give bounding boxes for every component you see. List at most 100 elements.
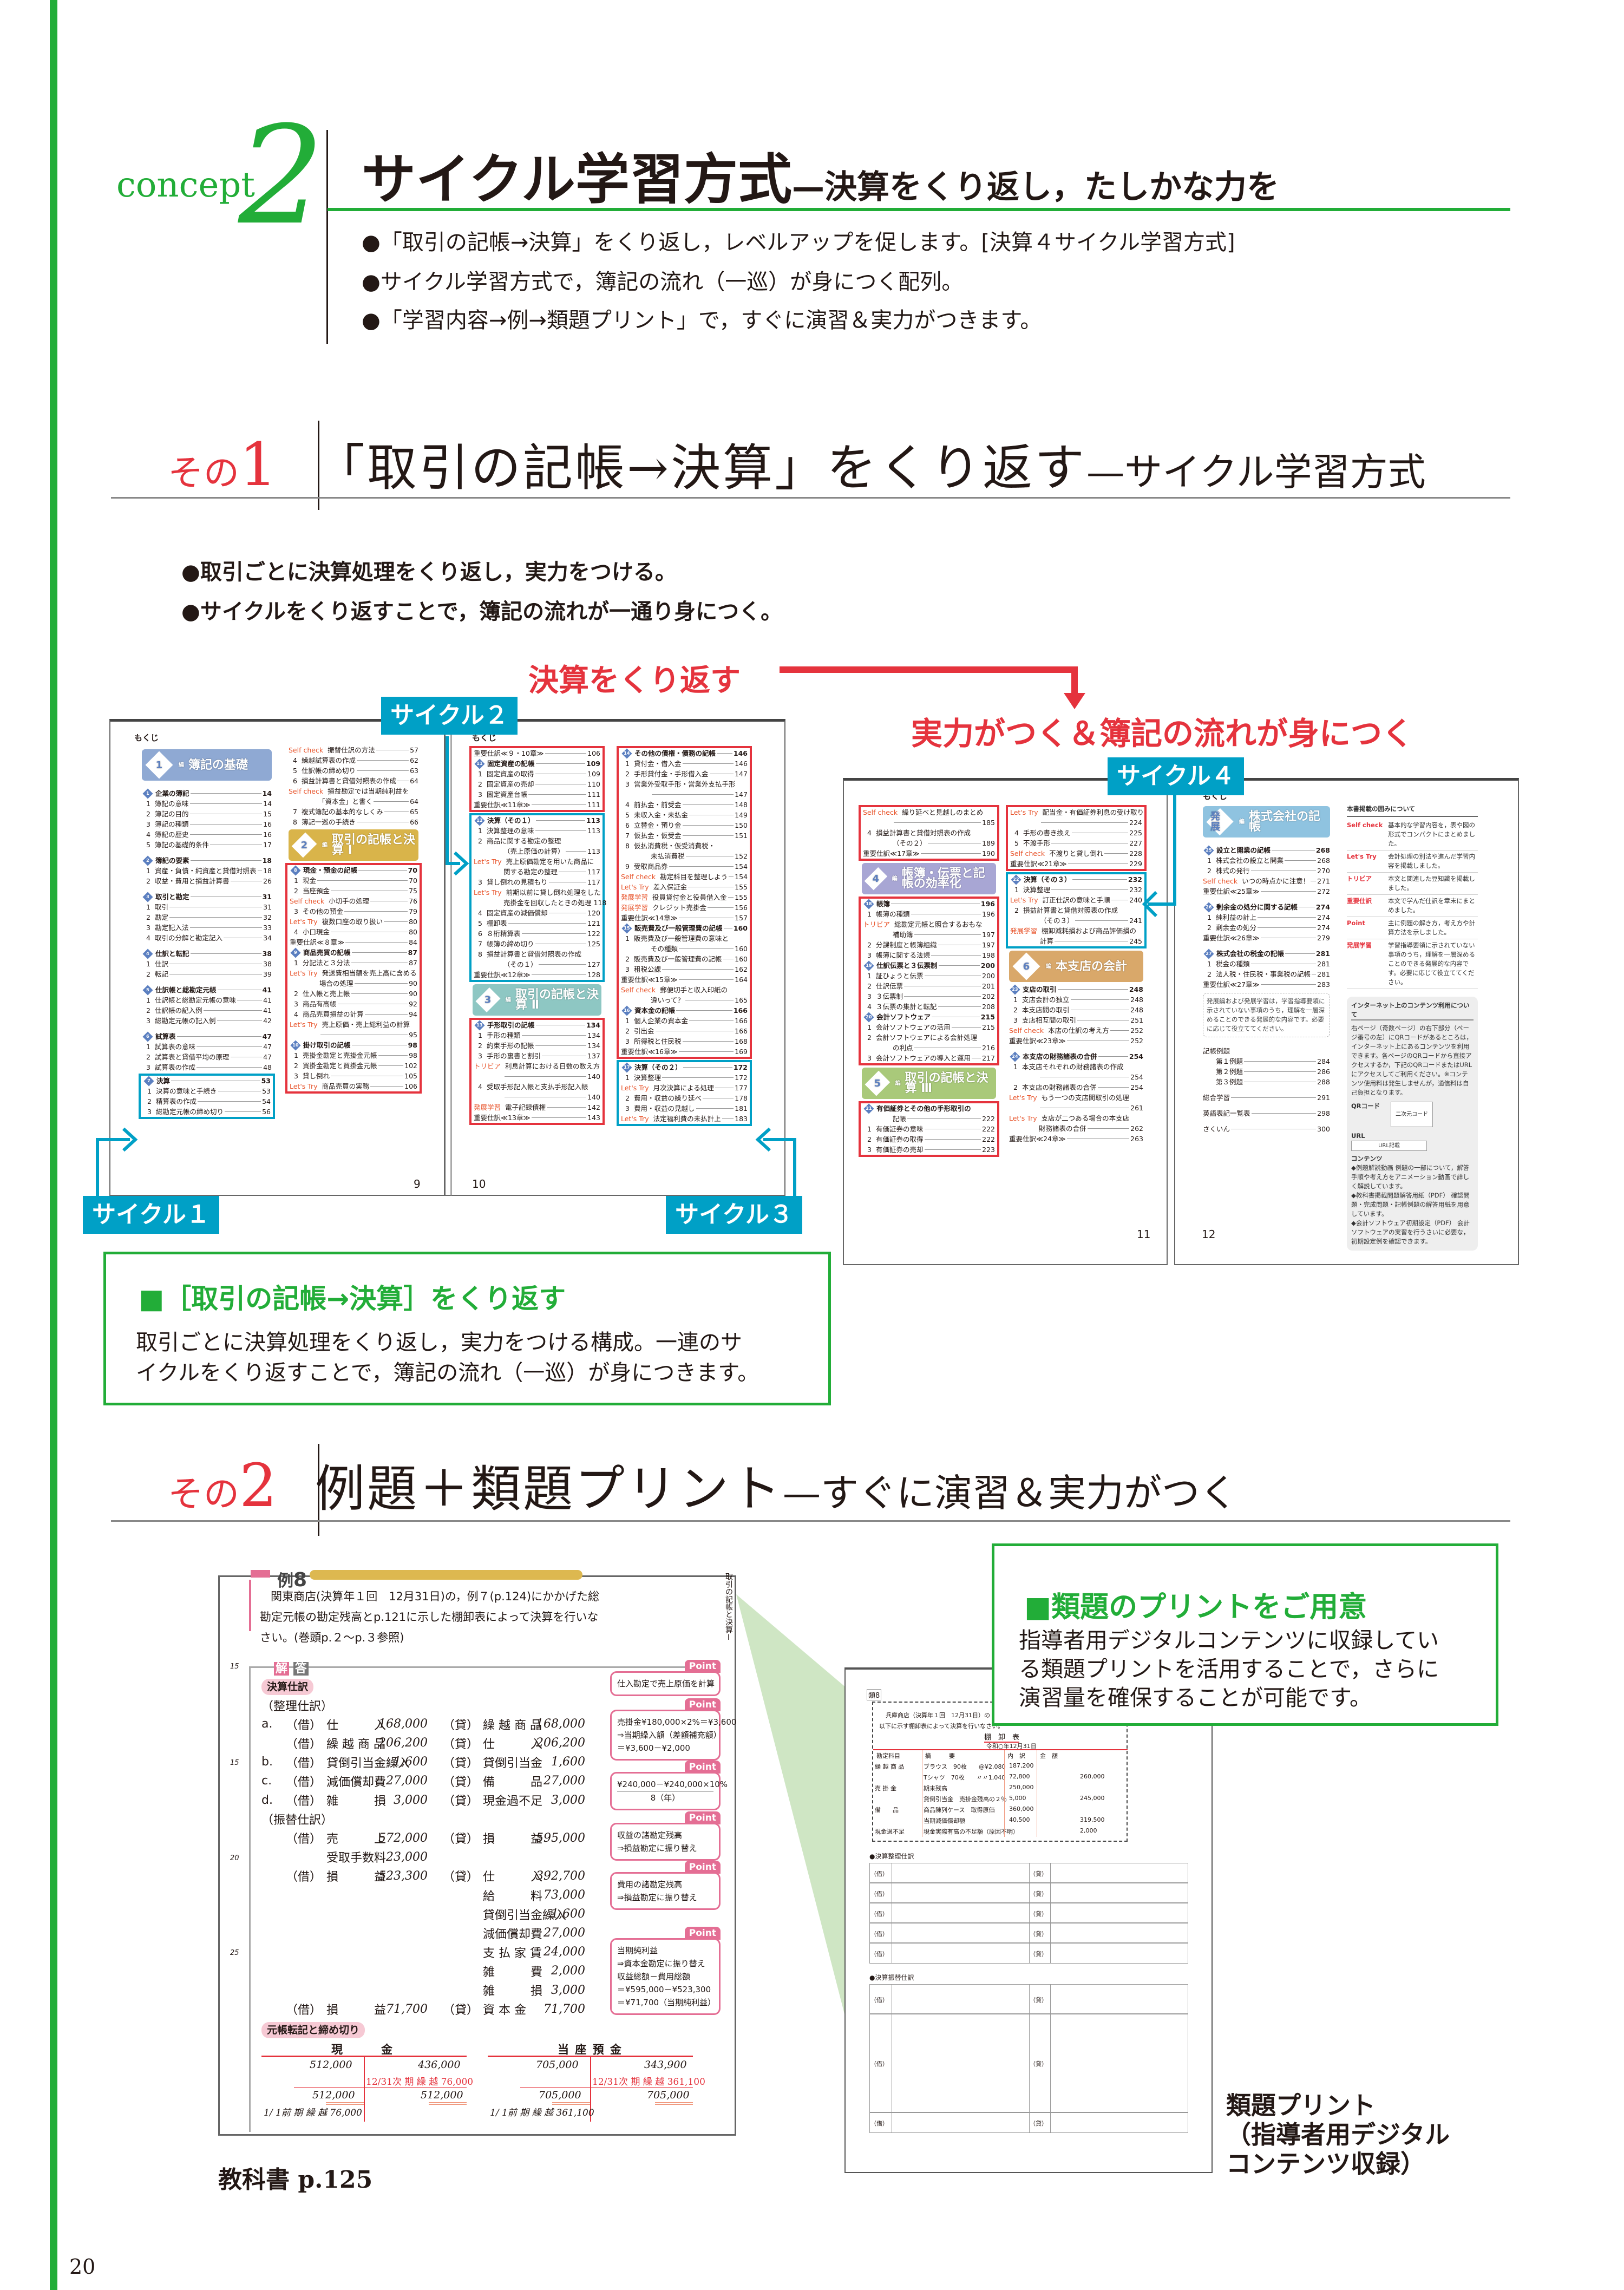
chapter-number: 19 — [866, 963, 872, 968]
page-ref: 240 — [1129, 896, 1142, 904]
contents-item: ◆例題解説動画 例題の一部について，解答手順や考え方をアニメーション動画で詳しく… — [1351, 1164, 1470, 1190]
credit-marker: （貸） — [443, 1795, 479, 1809]
debit-amount: 523,300 — [378, 1869, 428, 1883]
section-number: 1 — [625, 1074, 630, 1082]
internet-box: インターネット上のコンテンツ利用について右ページ（奇数ページ）の右下部分（ページ… — [1347, 997, 1478, 1251]
page-ref: 140 — [587, 1072, 600, 1081]
toc-text: 損益計算書と貸借対照表の作成 — [876, 829, 971, 837]
page-number: 11 — [1137, 1228, 1151, 1241]
toc-text: 記帳例題 — [1203, 1047, 1230, 1055]
toc-text: 繰越試算表の作成 — [302, 756, 356, 764]
chapter-number: 25 — [1206, 847, 1212, 853]
debit-account: 売 上 — [326, 1833, 387, 1847]
point-line: ＝¥3,600－¥2,000 — [617, 1743, 690, 1753]
section-number: 3 — [294, 1000, 298, 1008]
box-body: 演習量を確保することが可能です。 — [1019, 1685, 1372, 1711]
section-number: 3 — [147, 1108, 152, 1116]
debit-account: 繰 越 商 品 — [326, 1737, 385, 1751]
toc-text: 勘定記入法 — [155, 924, 189, 932]
toc-text: 株式の発行 — [1216, 867, 1250, 875]
box-body: イクルをくり返すことで，簿記の流れ（一巡）が身につきます。 — [136, 1360, 759, 1385]
section-number: 5 — [1014, 839, 1019, 847]
toc-text: 決算（その２） — [634, 1063, 682, 1071]
leader-line — [225, 1111, 261, 1112]
section-number: 6 — [293, 777, 297, 785]
page-ref: 128 — [587, 971, 600, 979]
toc-text: 仕訳帳の締め切り — [302, 767, 356, 775]
page-number: 20 — [69, 2255, 96, 2279]
leader-line — [1087, 1128, 1130, 1129]
leader-line — [357, 760, 409, 761]
inv-cell: 貸倒引当金 売掛金残高の２％ — [924, 1796, 1007, 1803]
page-ref: 76 — [409, 897, 417, 905]
page-ref: 64 — [410, 777, 418, 785]
page-ref: 15 — [263, 810, 272, 818]
toc-text: 小切手の処理 — [329, 897, 370, 905]
credit-marker: （貸） — [443, 1775, 479, 1789]
section-number: 4 — [478, 1083, 482, 1091]
page-ref: 248 — [1130, 1006, 1143, 1014]
toc-text: 本支店の財務諸表の合併 — [1023, 1052, 1097, 1061]
page-ref: 75 — [409, 887, 417, 895]
section-number: 3 — [146, 1017, 150, 1025]
leader-line — [1244, 1071, 1317, 1072]
toc-item: 140 — [474, 1092, 600, 1102]
credit-account: 資 本 金 — [483, 2004, 526, 2018]
page-ref: 157 — [735, 914, 748, 922]
page-ref: 143 — [587, 1114, 600, 1122]
toc-text: 総勘定元帳の記入例 — [155, 1017, 216, 1025]
section-number: 2 — [294, 887, 298, 895]
print-caption: 類題プリント （指導者用デジタル コンテンツ収録） — [1226, 2091, 1450, 2178]
debit-account: 受取手数料 — [326, 1851, 387, 1866]
toc-text: 試算表の作成 — [155, 1063, 196, 1071]
debit-marker: （借） — [870, 1890, 888, 1898]
section-number: 3 — [1013, 1016, 1018, 1024]
credit-amount: 2,000 — [551, 1964, 585, 1978]
page-ref: 90 — [409, 990, 417, 998]
toc-text: 現金 — [303, 876, 317, 885]
part-title: 取引の記帳と決算 Ⅰ — [332, 833, 416, 857]
t-line — [364, 2056, 365, 2122]
toc-text: 固定資産の記帳 — [487, 760, 535, 768]
page-ref: 113 — [586, 816, 600, 825]
debit-account: 損 益 — [326, 2004, 387, 2018]
double-line — [655, 2102, 693, 2105]
toc-tag: トリビア — [863, 920, 890, 928]
leader-line — [931, 955, 981, 956]
toc-text: 前期以前に貸し倒れ処理をした — [506, 888, 601, 897]
toc-text: 簿記一巡の手続き — [302, 818, 356, 826]
section-number: 6 — [625, 821, 630, 829]
section-number: 3 — [625, 1037, 630, 1045]
toc-text: 手形貸付金・手形借入金 — [634, 770, 709, 778]
part-kind: 編 — [892, 875, 898, 882]
inv-cell: 187,200 — [1009, 1762, 1034, 1769]
credit-account: 仕 入 — [483, 1870, 543, 1885]
inv-cell: 40,500 — [1009, 1816, 1030, 1823]
credit-marker: （貸） — [1030, 1910, 1047, 1918]
page-ref: 63 — [410, 767, 418, 775]
section-number: 2 — [294, 1062, 298, 1070]
leader-line — [545, 753, 587, 754]
